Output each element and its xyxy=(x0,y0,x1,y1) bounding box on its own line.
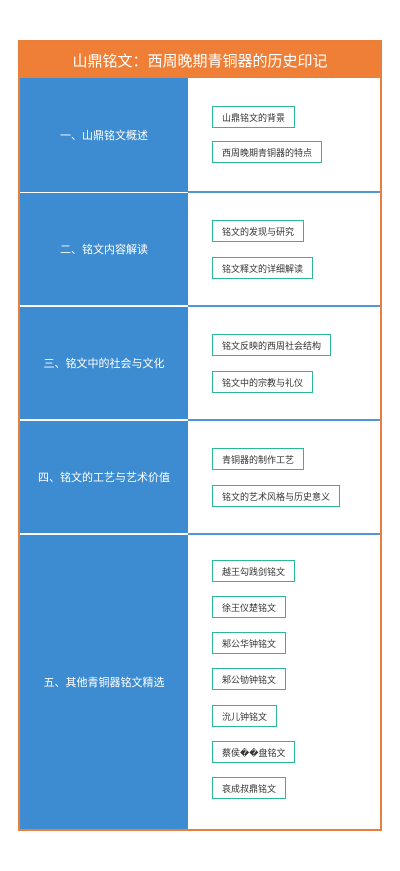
section-divider xyxy=(188,419,380,421)
leaf-column: 铭文的发现与研究 铭文释文的详细解读 xyxy=(188,193,380,305)
leaf-column: 越王勾践剑铭文 徐王仪楚铭文 邾公华钟铭文 邾公劬钟铭文 沇儿钟铭文 蔡侯��盘… xyxy=(188,535,380,829)
leaf-node: 越王勾践剑铭文 xyxy=(212,560,296,582)
section-overview: 一、山鼎铭文概述 山鼎铭文的背景 西周晚期青铜器的特点 xyxy=(20,78,380,192)
category-label: 二、铭文内容解读 xyxy=(20,193,188,305)
category-label: 三、铭文中的社会与文化 xyxy=(20,307,188,419)
leaf-node: 铭文中的宗教与礼仪 xyxy=(212,371,314,393)
leaf-node: 青铜器的制作工艺 xyxy=(212,448,305,470)
leaf-node: 邾公劬钟铭文 xyxy=(212,668,287,690)
leaf-node: 蔡侯��盘铭文 xyxy=(212,741,296,763)
section-divider xyxy=(188,533,380,535)
diagram-frame: 山鼎铭文：西周晚期青铜器的历史印记 一、山鼎铭文概述 山鼎铭文的背景 西周晚期青… xyxy=(18,40,382,831)
leaf-node: 铭文的艺术风格与历史意义 xyxy=(212,485,341,507)
section-society: 三、铭文中的社会与文化 铭文反映的西周社会结构 铭文中的宗教与礼仪 xyxy=(20,307,380,419)
diagram-title: 山鼎铭文：西周晚期青铜器的历史印记 xyxy=(20,42,380,78)
leaf-node: 沇儿钟铭文 xyxy=(212,705,278,727)
leaf-node: 徐王仪楚铭文 xyxy=(212,596,287,618)
leaf-node: 西周晚期青铜器的特点 xyxy=(212,141,323,163)
leaf-node: 铭文的发现与研究 xyxy=(212,220,305,242)
leaf-node: 铭文释文的详细解读 xyxy=(212,257,314,279)
section-divider xyxy=(188,305,380,307)
category-label: 一、山鼎铭文概述 xyxy=(20,78,188,192)
leaf-node: 哀成叔鼎铭文 xyxy=(212,777,287,799)
leaf-node: 山鼎铭文的背景 xyxy=(212,106,296,128)
category-label: 五、其他青铜器铭文精选 xyxy=(20,535,188,829)
leaf-node: 铭文反映的西周社会结构 xyxy=(212,334,332,356)
leaf-column: 铭文反映的西周社会结构 铭文中的宗教与礼仪 xyxy=(188,307,380,419)
leaf-column: 青铜器的制作工艺 铭文的艺术风格与历史意义 xyxy=(188,421,380,533)
category-label: 四、铭文的工艺与艺术价值 xyxy=(20,421,188,533)
section-divider xyxy=(188,191,380,193)
leaf-node: 邾公华钟铭文 xyxy=(212,632,287,654)
section-other-inscriptions: 五、其他青铜器铭文精选 越王勾践剑铭文 徐王仪楚铭文 邾公华钟铭文 邾公劬钟铭文… xyxy=(20,535,380,829)
section-content: 二、铭文内容解读 铭文的发现与研究 铭文释文的详细解读 xyxy=(20,193,380,305)
leaf-column: 山鼎铭文的背景 西周晚期青铜器的特点 xyxy=(188,78,380,192)
section-craft: 四、铭文的工艺与艺术价值 青铜器的制作工艺 铭文的艺术风格与历史意义 xyxy=(20,421,380,533)
